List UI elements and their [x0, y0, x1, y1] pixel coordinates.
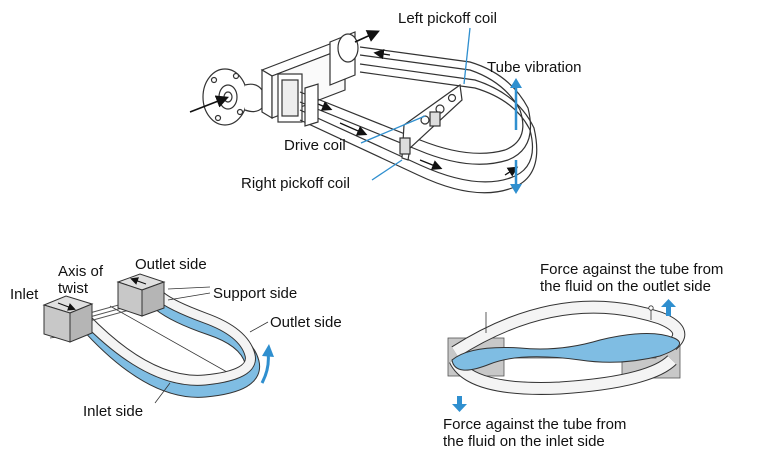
flow-tubes [299, 46, 538, 194]
leader-lines-top [360, 27, 471, 181]
label-axis-of-twist-line2: twist [58, 280, 88, 297]
label-support-side: Support side [213, 285, 298, 302]
label-force-inlet-line1: Force against the tube from [443, 416, 627, 433]
twist-direction-arrow [260, 344, 274, 384]
manifold-housing [260, 31, 359, 123]
inlet-block [42, 295, 94, 343]
twisted-u-tube [77, 290, 261, 398]
label-inlet: Inlet [10, 286, 39, 303]
label-axis-of-twist-line1: Axis of [58, 263, 104, 280]
inlet-flange [202, 68, 263, 126]
label-force-inlet-line2: the fluid on the inlet side [443, 433, 605, 450]
label-drive-coil: Drive coil [284, 137, 346, 154]
label-tube-vibration: Tube vibration [487, 59, 582, 76]
inlet-flow-arrow [189, 95, 229, 113]
tube-flow-arrows [317, 48, 519, 177]
outlet-block [116, 273, 166, 317]
label-inlet-side: Inlet side [83, 403, 144, 420]
force-arrows [452, 299, 676, 412]
outlet-flow-arrow [354, 30, 380, 43]
coil-bracket-plate [399, 83, 463, 161]
label-force-outlet-line2: the fluid on the outlet side [540, 278, 711, 295]
force-diagram-tubes [447, 300, 686, 395]
tube-vibration-arrows [510, 78, 522, 194]
label-left-pickoff-coil: Left pickoff coil [398, 10, 497, 27]
label-outlet-side-right: Outlet side [270, 314, 342, 331]
label-outlet-side-top: Outlet side [135, 256, 207, 273]
force-leader-lines [485, 305, 654, 333]
leader-lines-bottom-left [154, 292, 269, 404]
label-right-pickoff-coil: Right pickoff coil [241, 175, 350, 192]
label-force-outlet-line1: Force against the tube from [540, 261, 724, 278]
rear-bracket [304, 83, 319, 127]
